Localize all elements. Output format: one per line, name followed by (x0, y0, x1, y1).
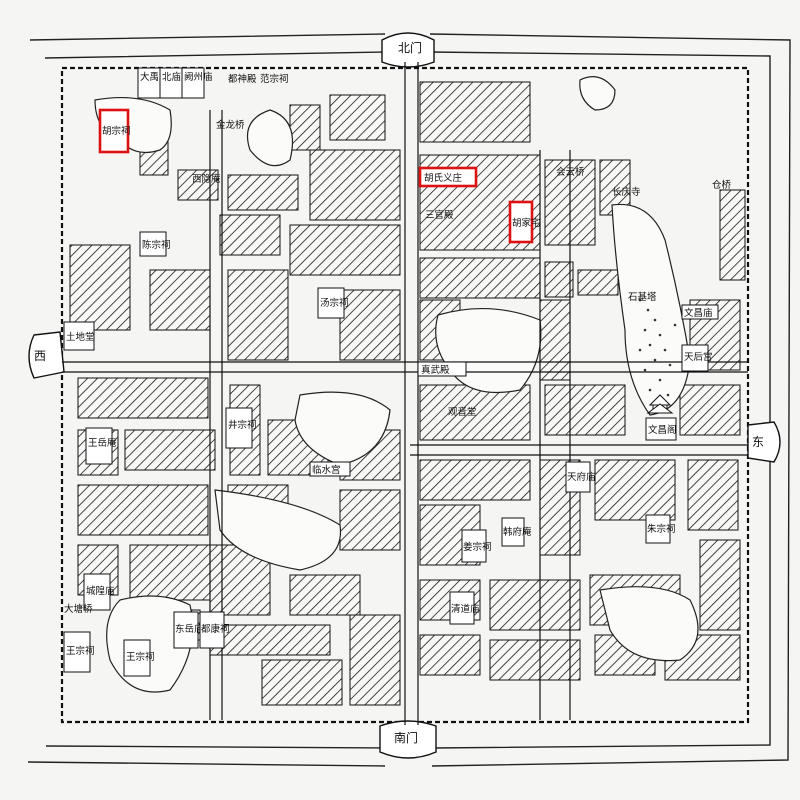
north-gate-label: 北门 (398, 40, 422, 55)
label-han-fu-an: 韩府庵 (503, 526, 532, 538)
label-xi-yin-an: 西隐庵 (192, 173, 221, 185)
label-fu-zhou-ci: 阙州庙 (184, 71, 213, 83)
south-gate-tower (379, 720, 437, 759)
label-chang-qing-si: 长庆寺 (612, 186, 641, 198)
label-tian-fu-miao: 天府庙 (567, 471, 596, 483)
place-labels: 大禹殿 北庙 阙州庙 都神殿 范宗祠 金龙桥 胡宗祠 西隐庵 陈宗祠 汤宗祠 土… (63, 67, 732, 677)
highlight-hu-jia-zhai (508, 200, 534, 244)
label-guan-yin-tang: 观音堂 (448, 406, 477, 418)
label-chen-zong-ci: 陈宗祠 (142, 239, 171, 251)
label-da-tang-qiao: 大塘桥 (64, 603, 93, 615)
outer-moat (27, 33, 791, 767)
gate-labels: 北门 南门 东 西 (34, 40, 764, 745)
west-gate-label: 西 (34, 349, 46, 363)
label-wang-zong-ci-west: 王宗祠 (66, 645, 95, 657)
highlight-hu-shi-yi-zhuang (418, 166, 478, 188)
label-hui-yun-qiao: 会云桥 (556, 166, 585, 178)
gate-towers (28, 32, 781, 759)
label-wang-yue-an: 王岳庵 (88, 437, 117, 449)
label-tu-di-tang: 土地堂 (66, 331, 95, 343)
label-ling-shui-gong: 临水宫 (312, 464, 341, 476)
label-jin-long-qiao: 金龙桥 (216, 119, 245, 131)
north-gate-tower (381, 32, 435, 68)
label-tian-hou-gong: 天后宫 (684, 351, 713, 363)
label-wang-zong-ci: 王宗祠 (126, 651, 155, 663)
stone-garden (638, 298, 677, 397)
label-cheng-huang-miao: 城隍庙 (86, 585, 115, 597)
east-gate-tower (747, 421, 781, 463)
label-wen-chang-miao: 文昌庙 (684, 307, 713, 319)
label-fan-zong-ci: 范宗祠 (260, 73, 289, 85)
south-gate-label: 南门 (394, 730, 418, 745)
label-zhen-wu-dian: 真武殿 (421, 364, 450, 376)
label-zhu-zong-ci: 朱宗祠 (647, 523, 676, 535)
label-jiang-zong-ci: 姜宗祠 (463, 541, 492, 553)
label-hu-zong-ci: 胡宗祠 (102, 125, 131, 137)
label-qing-dao-miao: 清道庙 (451, 603, 480, 615)
east-gate-label: 东 (752, 435, 764, 449)
label-du-shen-dian: 都神殿 (228, 73, 257, 85)
label-hu-jia-zhai: 胡家宅 (512, 217, 541, 229)
label-hu-shi-yi-zhuang: 胡氏义庄 (424, 172, 463, 184)
label-san-guan-dian: 三官殿 (425, 209, 454, 221)
label-tang-zong-ci: 汤宗祠 (320, 297, 349, 309)
label-wen-chang-ge: 文昌阁 (648, 424, 677, 436)
label-shi-ji-ta: 石基塔 (628, 291, 657, 303)
label-dong-yue-miao: 东岳庙 (175, 623, 204, 635)
west-gate-tower (28, 331, 65, 379)
highlight-hu-zong-ci (98, 108, 130, 154)
pagoda-icon (646, 394, 674, 414)
label-bei-miao: 北庙 (162, 71, 181, 83)
label-du-kang-ci: 都康祠 (201, 623, 230, 635)
label-cang-qiao: 仓桥 (712, 179, 732, 191)
label-jing-zong-ci: 井宗祠 (228, 419, 257, 431)
